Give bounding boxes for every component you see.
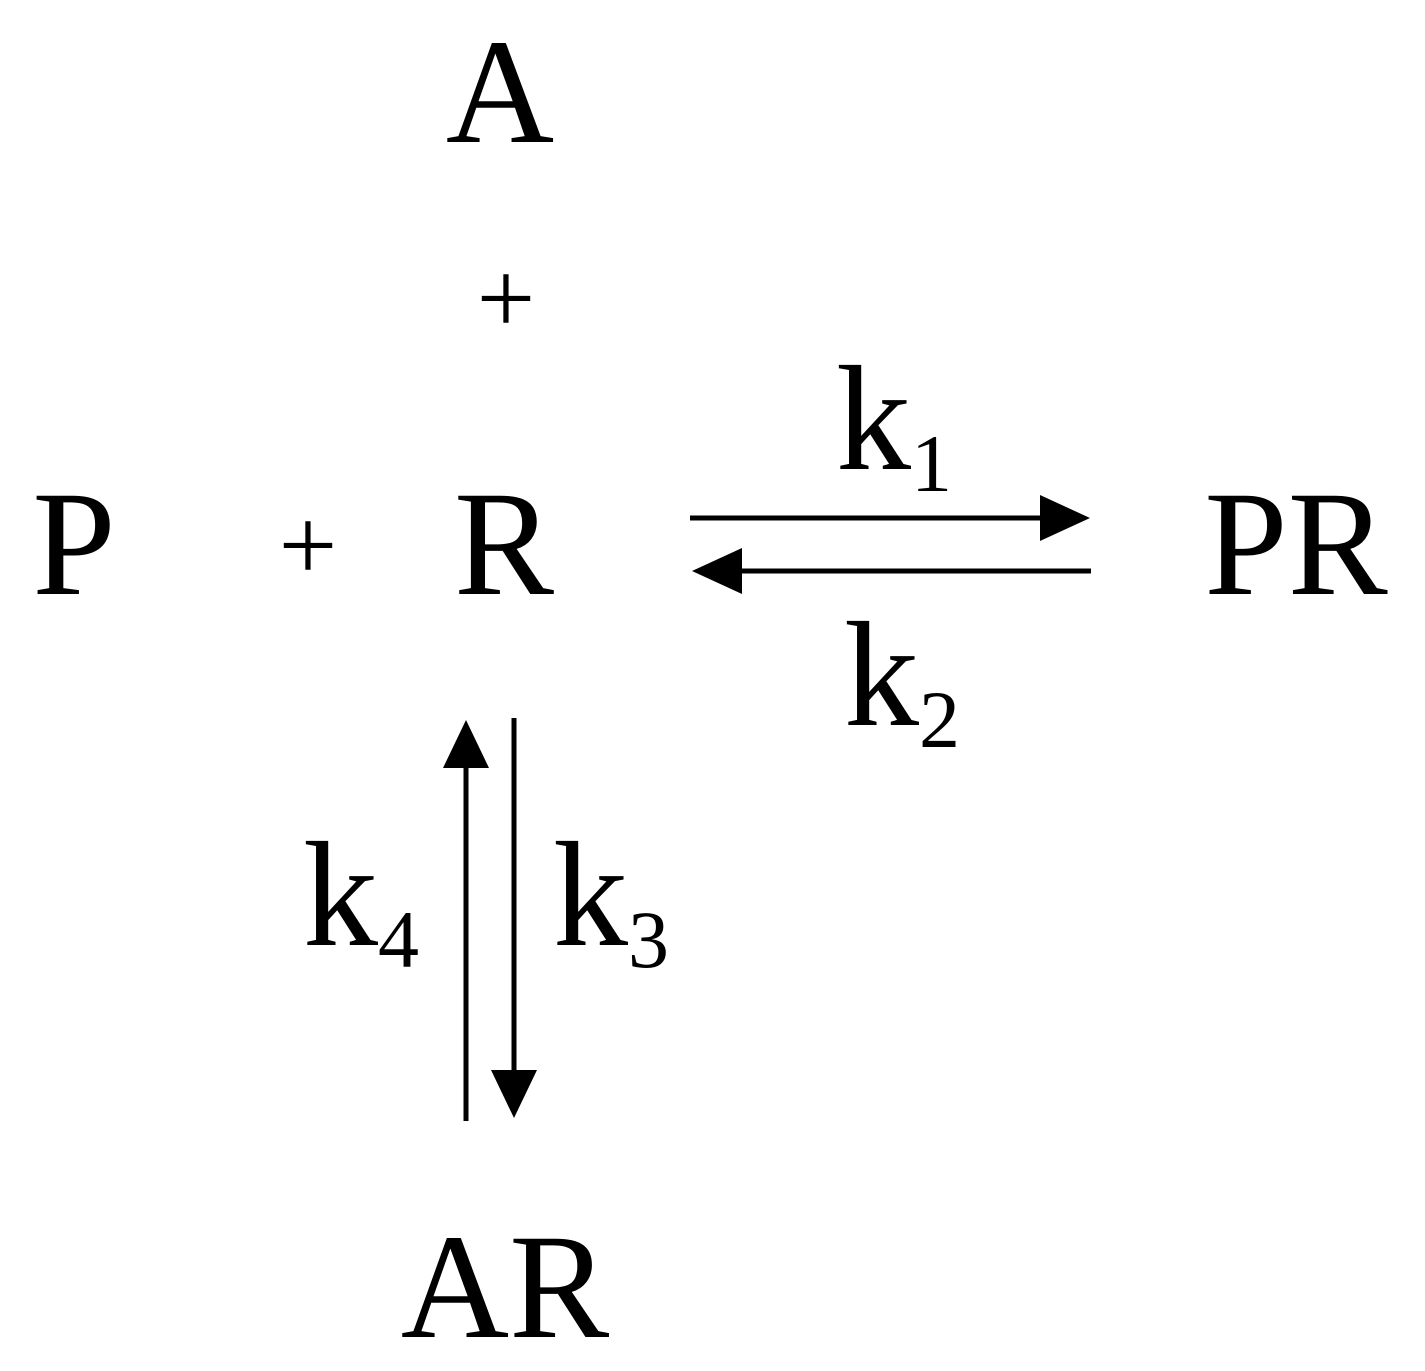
species-p: P [32,461,115,627]
reverse-arrow-k4 [443,720,489,1121]
plus-sign-p-r: + [279,488,338,603]
rate-constant-k1: k1 [836,336,952,509]
plus-sign-a-r: + [477,241,536,356]
forward-arrow-k3 [491,718,537,1118]
species-a: A [446,9,554,175]
rate-constant-k4: k4 [303,812,419,985]
reverse-arrow-k2 [692,548,1091,594]
rate-constant-k3: k3 [553,812,669,985]
forward-arrow-k1 [690,495,1090,541]
species-r: R [454,461,554,627]
rate-constant-k2: k2 [844,592,960,765]
species-pr: PR [1204,461,1387,627]
species-ar: AR [401,1204,609,1370]
